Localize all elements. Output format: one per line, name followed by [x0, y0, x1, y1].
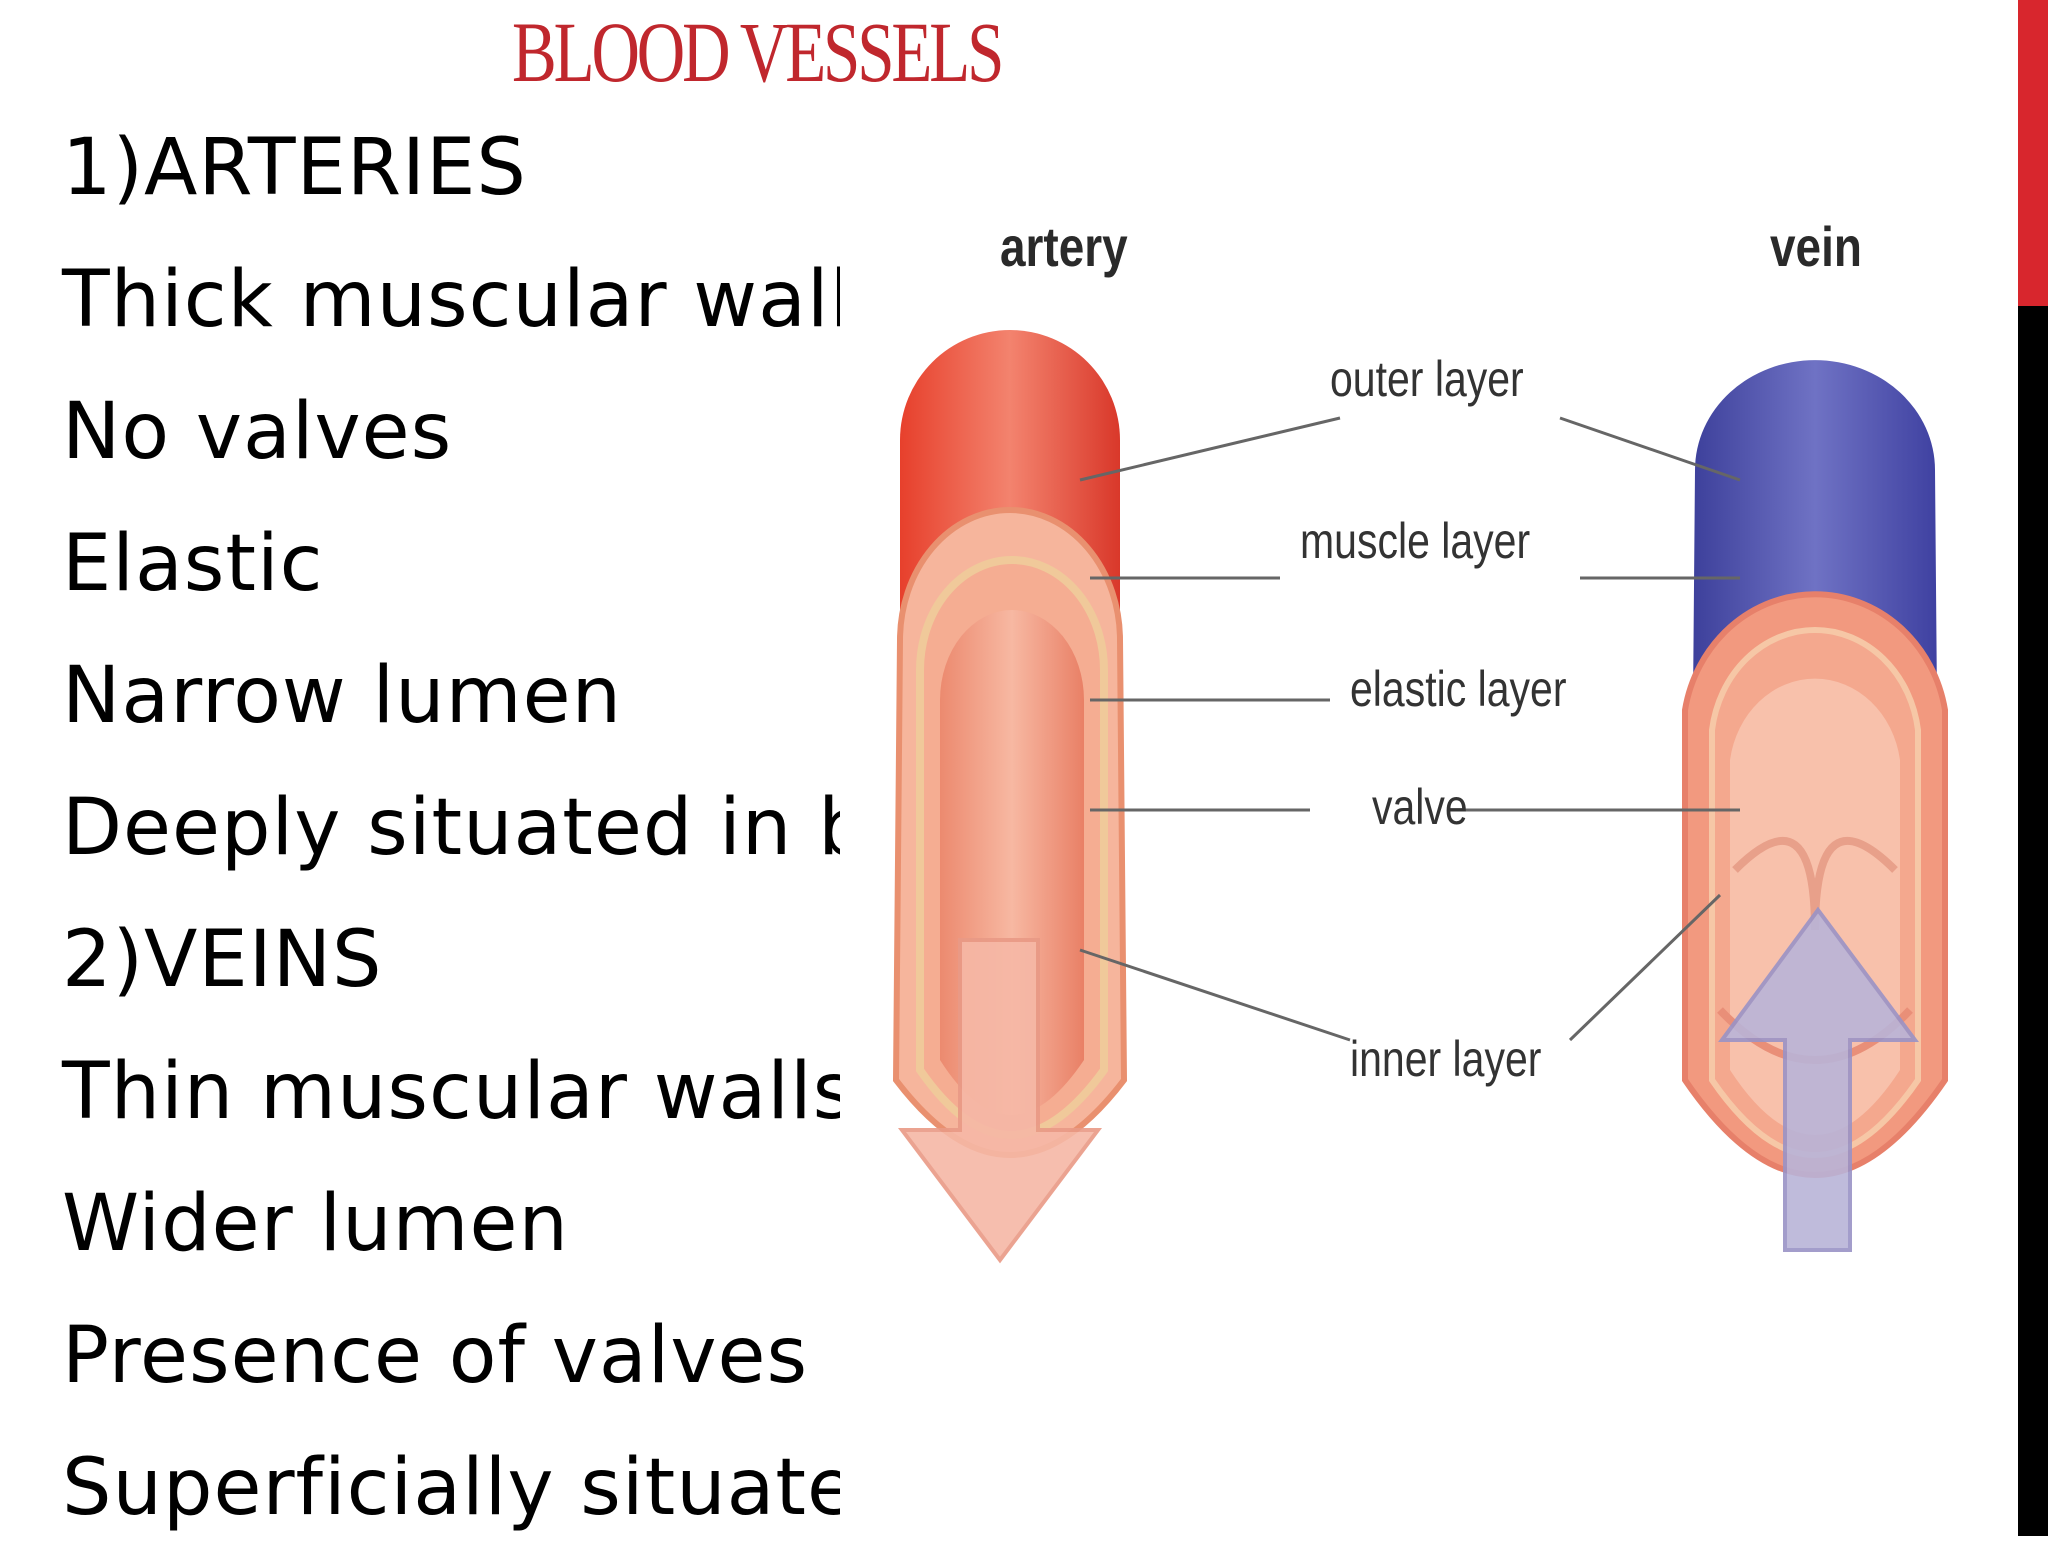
- bullet-item: Presence of valves: [62, 1311, 809, 1401]
- accent-bar-black: [2018, 306, 2048, 1536]
- artery-vessel: [892, 330, 1128, 1264]
- bullet-item: Thick muscular walls: [62, 255, 894, 345]
- elastic-layer-label: elastic layer: [1350, 661, 1567, 717]
- bullet-item: Narrow lumen: [62, 651, 623, 741]
- outer-layer-label: outer layer: [1330, 351, 1524, 407]
- bullet-item: Elastic: [62, 519, 324, 609]
- vein-label: vein: [1770, 215, 1862, 278]
- bullet-item: Wider lumen: [62, 1179, 569, 1269]
- inner-layer-label: inner layer: [1350, 1031, 1542, 1087]
- arrow-down-icon: [897, 938, 1103, 1264]
- slide-title: BLOOD VESSELS: [512, 4, 1004, 100]
- leader-lines: [1079, 416, 1741, 1042]
- artery-label: artery: [1000, 215, 1128, 278]
- arrow-up-icon: [1718, 906, 1919, 1252]
- muscle-layer-label: muscle layer: [1300, 513, 1531, 569]
- bullet-item: Thin muscular walls: [62, 1047, 855, 1137]
- bullet-item: No valves: [62, 387, 453, 477]
- bullet-veins-heading: 2)VEINS: [62, 915, 383, 1005]
- accent-bar-red: [2018, 0, 2048, 306]
- vein-vessel: [1682, 360, 1948, 1252]
- bullet-arteries-heading: 1)ARTERIES: [62, 123, 527, 213]
- vessel-illustration: [892, 330, 1948, 1264]
- valve-label: valve: [1372, 779, 1468, 835]
- artery-vein-diagram: artery vein outer layer muscle layer ela…: [840, 215, 1990, 1540]
